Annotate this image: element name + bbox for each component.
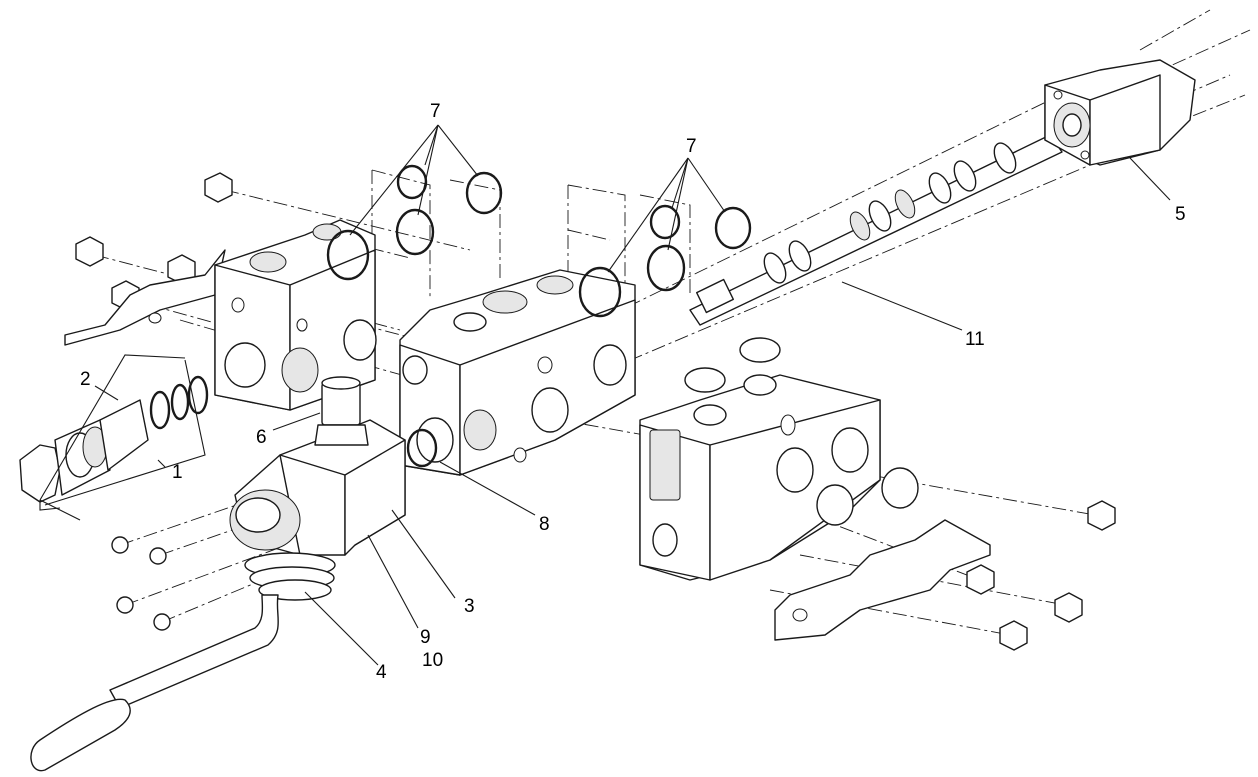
callout-10: 10 <box>422 650 443 671</box>
control-lever <box>30 594 279 772</box>
lever-boot <box>244 552 336 601</box>
callout-8: 8 <box>539 514 550 535</box>
spool-end-cap <box>1044 59 1196 166</box>
callout-7-left: 7 <box>430 101 441 122</box>
valve-spool <box>689 134 1063 326</box>
bolts <box>111 536 171 631</box>
o-rings <box>326 164 752 318</box>
callout-1: 1 <box>172 462 183 483</box>
callout-5: 5 <box>1175 204 1186 225</box>
lever-housing <box>229 419 406 556</box>
spool-lands <box>763 142 1017 284</box>
position-sensor <box>314 376 369 446</box>
callout-4: 4 <box>376 662 387 683</box>
callout-6: 6 <box>256 427 267 448</box>
left-mounting-bracket <box>64 249 226 346</box>
seal-ring <box>406 428 438 468</box>
callout-leader-lines <box>39 124 1171 666</box>
right-mounting-bracket <box>774 519 991 641</box>
callout-labels: 1 2 3 4 5 6 7 7 8 9 10 11 <box>80 101 1186 683</box>
callout-9: 9 <box>420 627 431 648</box>
valve-section-body-1 <box>214 219 377 411</box>
callout-11: 11 <box>965 329 985 350</box>
callout-7-right: 7 <box>686 136 697 157</box>
valve-end-body <box>639 337 919 581</box>
hex-nuts-right <box>966 500 1116 651</box>
callout-2: 2 <box>80 369 91 390</box>
valve-section-body-2 <box>399 269 636 476</box>
hex-nuts-left <box>75 172 233 311</box>
callout-3: 3 <box>464 596 475 617</box>
